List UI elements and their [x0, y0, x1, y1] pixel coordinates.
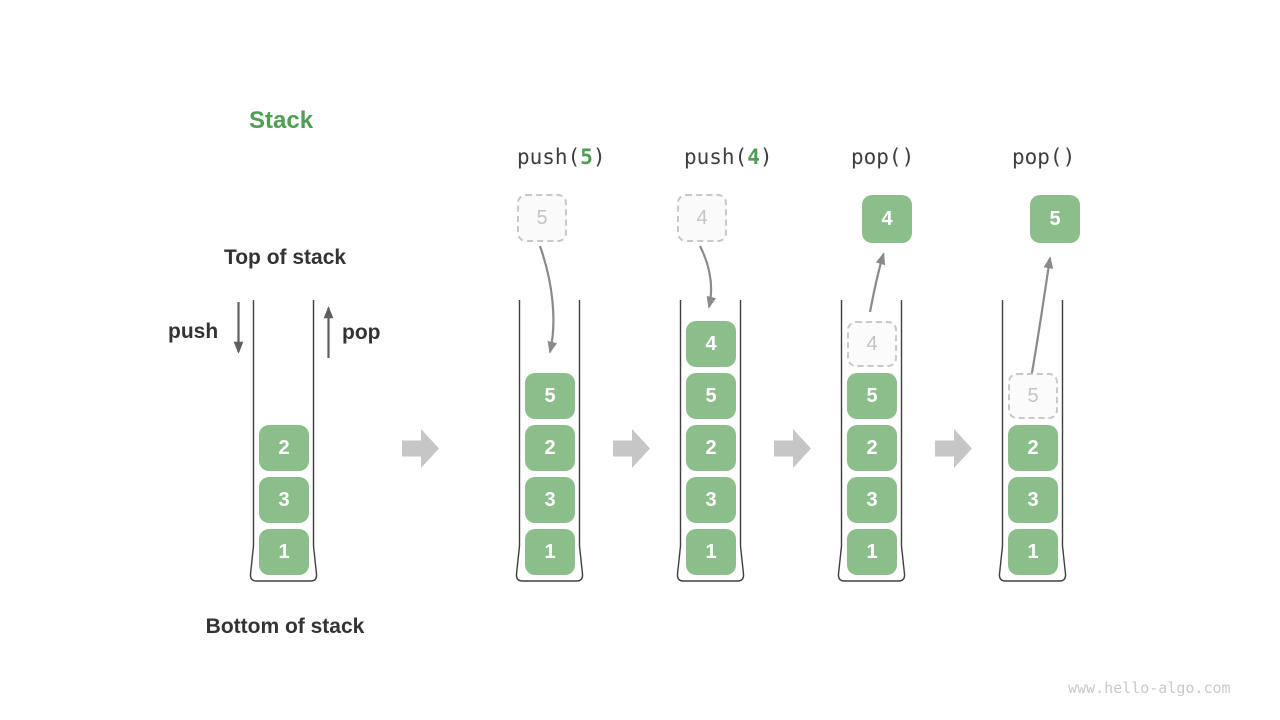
- stack-container-5: [998, 300, 1067, 582]
- bottom-of-stack-label: Bottom of stack: [205, 615, 365, 638]
- transition-arrow-4: [935, 429, 972, 468]
- popped-item: 5: [1030, 195, 1080, 243]
- pop-4-flow-arrow: [868, 252, 886, 313]
- watermark: www.hello-algo.com: [1068, 679, 1231, 697]
- op-text: pop(: [851, 145, 902, 169]
- op-text: push(: [517, 145, 581, 169]
- stack-item: 2: [686, 425, 736, 471]
- top-of-stack-label: Top of stack: [223, 246, 347, 269]
- push-5-flow-arrow: [538, 245, 558, 354]
- transition-arrow-3: [774, 429, 811, 468]
- stack-item: 5: [686, 373, 736, 419]
- stack-item-ghost: 4: [847, 321, 897, 367]
- op-text: ): [1062, 145, 1076, 169]
- push-4-flow-arrow: [699, 245, 717, 309]
- stack-container-1: [249, 300, 318, 582]
- stack-container-2: [515, 300, 584, 582]
- op-text: pop(: [1012, 145, 1063, 169]
- operation-label-push-4: push(4): [684, 145, 773, 169]
- operation-label-push-5: push(5): [517, 145, 606, 169]
- stack-item: 1: [525, 529, 575, 575]
- stack-item: 2: [1008, 425, 1058, 471]
- pending-item: 4: [677, 194, 727, 242]
- stack-item: 3: [525, 477, 575, 523]
- pending-item: 5: [517, 194, 567, 242]
- pop-5-flow-arrow: [1028, 256, 1054, 385]
- op-text: push(: [684, 145, 748, 169]
- stack-item: 5: [847, 373, 897, 419]
- stack-item-ghost: 5: [1008, 373, 1058, 419]
- stack-item: 3: [686, 477, 736, 523]
- stack-container-4: [837, 300, 906, 582]
- stack-item: 3: [259, 477, 309, 523]
- op-text: ): [592, 145, 606, 169]
- stack-item: 1: [259, 529, 309, 575]
- transition-arrow-2: [613, 429, 650, 468]
- stack-item: 3: [1008, 477, 1058, 523]
- stack-item: 1: [1008, 529, 1058, 575]
- stack-item: 3: [847, 477, 897, 523]
- pop-label: pop: [342, 321, 381, 344]
- stack-item: 2: [259, 425, 309, 471]
- stack-container-3: [676, 300, 745, 582]
- stack-item: 1: [686, 529, 736, 575]
- transition-arrow-1: [402, 429, 439, 468]
- operation-label-pop-1: pop(): [851, 145, 914, 169]
- operation-label-pop-2: pop(): [1012, 145, 1075, 169]
- stack-item: 2: [847, 425, 897, 471]
- popped-item: 4: [862, 195, 912, 243]
- stack-item: 4: [686, 321, 736, 367]
- op-text: ): [901, 145, 915, 169]
- diagram-title: Stack: [249, 107, 314, 134]
- push-label: push: [168, 320, 219, 343]
- stack-item: 5: [525, 373, 575, 419]
- op-arg: 5: [580, 145, 593, 169]
- stack-item: 2: [525, 425, 575, 471]
- stack-item: 1: [847, 529, 897, 575]
- op-arg: 4: [747, 145, 760, 169]
- op-text: ): [759, 145, 773, 169]
